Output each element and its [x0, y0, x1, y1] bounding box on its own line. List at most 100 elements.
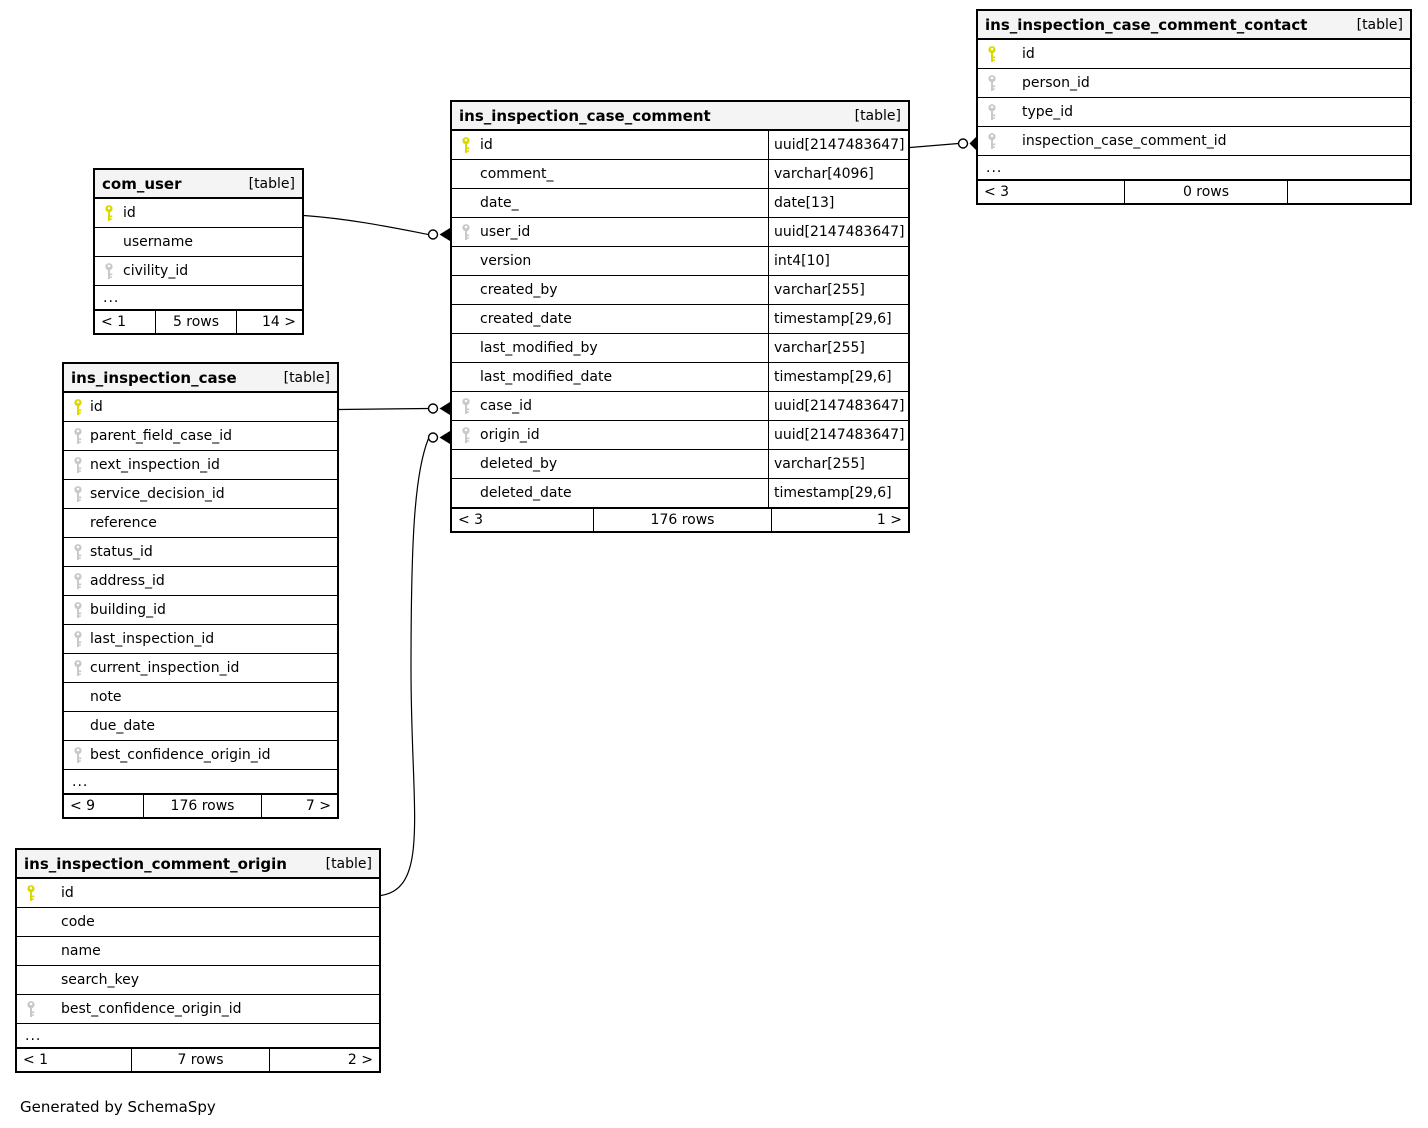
table-header[interactable]: ins_inspection_case_comment[table] [452, 102, 908, 131]
column-name-cell: last_modified_date [452, 363, 768, 391]
column-name-cell: id [64, 393, 337, 421]
table-header[interactable]: com_user [table] [95, 170, 302, 199]
column-name: username [123, 234, 193, 250]
foreign-key-icon [461, 224, 471, 241]
related-children-count: 1 > [876, 512, 902, 528]
column-type: varchar[255] [768, 334, 908, 362]
column-name-cell: code [17, 908, 379, 936]
column-name-cell: inspection_case_comment_id [978, 127, 1410, 155]
column-name-cell: deleted_by [452, 450, 768, 478]
foreign-key-icon [73, 660, 83, 677]
table-header[interactable]: ins_inspection_comment_origin[table] [17, 850, 379, 879]
primary-key-icon [73, 399, 83, 416]
table-ins_inspection_case[interactable]: ins_inspection_case[table]id parent_field… [62, 362, 339, 819]
column-type: int4[10] [768, 247, 908, 275]
column-name-cell: next_inspection_id [64, 451, 337, 479]
related-parents-count: < 3 [458, 512, 484, 528]
column-name: last_inspection_id [90, 631, 215, 647]
generator-credit: Generated by SchemaSpy [20, 1098, 216, 1116]
column-row-id: id [17, 879, 379, 908]
column-name: best_confidence_origin_id [61, 1001, 242, 1017]
column-name-cell: address_id [64, 567, 337, 595]
table-type-badge: [table] [248, 175, 295, 192]
column-name: version [480, 253, 532, 269]
column-row-building_id: building_id [64, 596, 337, 625]
column-name: type_id [1022, 104, 1074, 120]
column-row-id: id [64, 393, 337, 422]
column-name: best_confidence_origin_id [90, 747, 271, 763]
related-parents-count: < 1 [23, 1052, 49, 1068]
column-name-cell: status_id [64, 538, 337, 566]
foreign-key-icon [987, 75, 997, 92]
column-name: comment_ [480, 166, 554, 182]
table-ins_inspection_case_comment_contact[interactable]: ins_inspection_case_comment_contact [tabl… [976, 9, 1412, 205]
column-row-next_inspection_id: next_inspection_id [64, 451, 337, 480]
column-name: created_by [480, 282, 558, 298]
column-row-inspection_case_comment_id: inspection_case_comment_id [978, 127, 1410, 156]
table-type-badge: [table] [1356, 16, 1403, 33]
column-type: uuid[2147483647] [768, 131, 908, 159]
more-columns-ellipsis: ... [978, 156, 1410, 180]
foreign-key-icon [987, 104, 997, 121]
column-name-cell: user_id [452, 218, 768, 246]
column-name-cell: note [64, 683, 337, 711]
column-name-cell: current_inspection_id [64, 654, 337, 682]
foreign-key-icon [461, 398, 471, 415]
column-name: next_inspection_id [90, 457, 220, 473]
column-row-version: version int4[10] [452, 247, 908, 276]
column-type: uuid[2147483647] [768, 421, 908, 449]
primary-key-icon [104, 205, 114, 222]
column-row-type_id: type_id [978, 98, 1410, 127]
primary-key-icon [461, 137, 471, 154]
column-name: inspection_case_comment_id [1022, 133, 1227, 149]
column-row-service_decision_id: service_decision_id [64, 480, 337, 509]
column-name: search_key [61, 972, 140, 988]
column-name: building_id [90, 602, 166, 618]
column-row-last_inspection_id: last_inspection_id [64, 625, 337, 654]
column-name: note [90, 689, 122, 705]
column-name: service_decision_id [90, 486, 225, 502]
table-header[interactable]: ins_inspection_case_comment_contact [tabl… [978, 11, 1410, 40]
edge-comment_id-to-contact [909, 137, 976, 150]
foreign-key-icon [987, 133, 997, 150]
table-header[interactable]: ins_inspection_case[table] [64, 364, 337, 393]
edge-com_user-to-user_id [303, 214, 450, 241]
column-name-cell: deleted_date [452, 479, 768, 507]
foreign-key-icon [73, 573, 83, 590]
table-name: ins_inspection_case_comment_contact [985, 15, 1308, 34]
more-columns-ellipsis: ... [64, 770, 337, 794]
column-row-status_id: status_id [64, 538, 337, 567]
foreign-key-icon [73, 486, 83, 503]
primary-key-icon [987, 46, 997, 63]
table-name: com_user [102, 174, 182, 193]
column-name-cell: created_by [452, 276, 768, 304]
column-name-cell: search_key [17, 966, 379, 994]
column-name: id [90, 399, 103, 415]
column-type: date[13] [768, 189, 908, 217]
column-row-person_id: person_id [978, 69, 1410, 98]
table-name: ins_inspection_case_comment [459, 106, 711, 125]
foreign-key-icon [73, 544, 83, 561]
column-row-parent_field_case_id: parent_field_case_id [64, 422, 337, 451]
column-name-cell: id [978, 40, 1410, 68]
column-name: id [123, 205, 136, 221]
column-name: deleted_by [480, 456, 558, 472]
related-parents-count: < 9 [70, 798, 96, 814]
column-name-cell: comment_ [452, 160, 768, 188]
column-name-cell: case_id [452, 392, 768, 420]
column-name: id [1022, 46, 1035, 62]
column-type: timestamp[29,6] [768, 363, 908, 391]
foreign-key-icon [73, 428, 83, 445]
column-name-cell: created_date [452, 305, 768, 333]
row-count: 176 rows [143, 795, 262, 817]
column-name: last_modified_by [480, 340, 598, 356]
